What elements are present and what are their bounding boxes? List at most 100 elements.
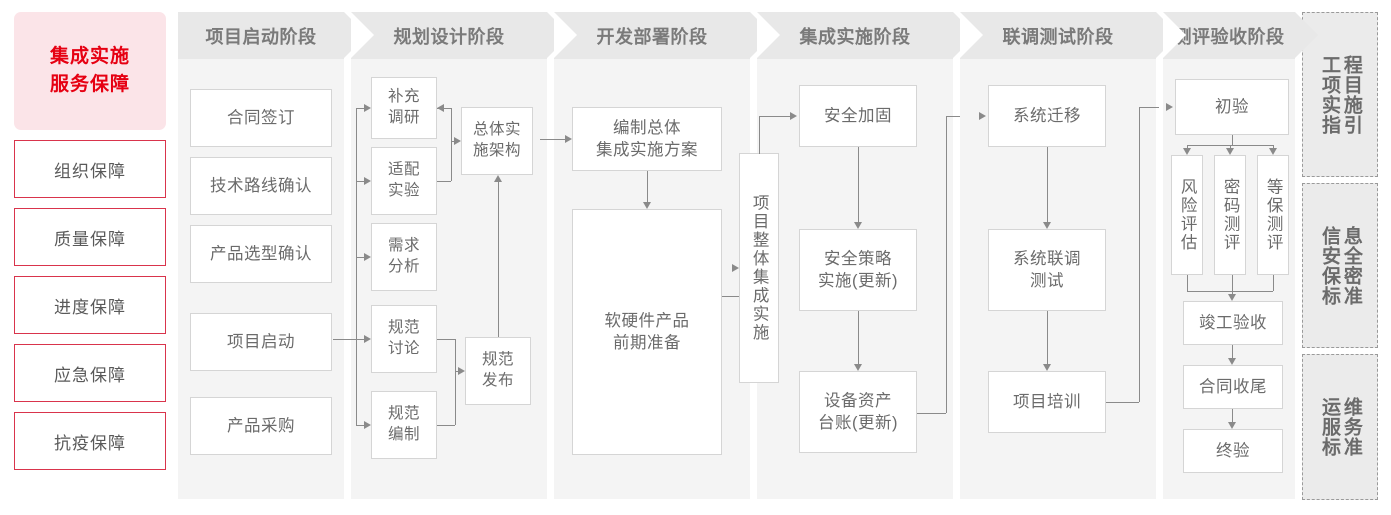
guarantee-title-line-1: 集成实施 — [49, 46, 130, 68]
connector-merge-a-out — [451, 141, 454, 142]
node-overall-implementation-architecture[interactable]: 总体实施架构 — [461, 107, 533, 175]
node-line-1: 系统联调 — [1013, 249, 1081, 268]
phase-column-integration-implementation: 集成实施阶段 项目整体集成实施 安全加固 安全策略实施(更新) 设备资产台账(更… — [732, 12, 976, 499]
node-product-selection-confirm[interactable]: 产品选型确认 — [190, 225, 332, 283]
phase-header-label: 测评验收阶段 — [1173, 26, 1285, 47]
chevron-notch-icon — [351, 12, 374, 58]
node-line-1: 规范 — [387, 405, 420, 423]
connector-training-right — [1106, 402, 1139, 403]
node-line-2: 讨论 — [387, 340, 420, 357]
connector-eval-merge-2 — [1232, 275, 1233, 294]
node-line-2: 施架构 — [472, 142, 521, 159]
guarantee-item-epidemic[interactable]: 抗疫保障 — [14, 412, 166, 470]
node-standard-discussion[interactable]: 规范讨论 — [371, 305, 437, 373]
arrow-right-icon — [364, 335, 371, 343]
node-requirement-analysis[interactable]: 需求分析 — [371, 223, 437, 291]
chevron-notch-icon — [554, 12, 577, 58]
connector-merge-b2 — [437, 425, 455, 426]
chevron-notch-icon — [1163, 12, 1186, 58]
node-adaptation-experiment[interactable]: 适配实验 — [371, 147, 437, 215]
phase-column-joint-testing: 联调测试阶段 系统迁移 系统联调测试 项目培训 — [960, 12, 1179, 499]
connector-merge-a2 — [437, 181, 451, 182]
phase-header-integration-implementation[interactable]: 集成实施阶段 — [757, 12, 976, 59]
node-tech-route-confirm[interactable]: 技术路线确认 — [190, 157, 332, 215]
guarantee-item-schedule[interactable]: 进度保障 — [14, 276, 166, 334]
chevron-right-icon — [1295, 12, 1318, 58]
node-line-2: 调研 — [387, 109, 420, 126]
phase-body-project-start: 合同签订 技术路线确认 产品选型确认 项目启动 产品采购 — [178, 59, 344, 499]
phase-header-evaluation-acceptance[interactable]: 测评验收阶段 — [1163, 12, 1318, 59]
node-project-kickoff[interactable]: 项目启动 — [190, 313, 332, 371]
node-project-training[interactable]: 项目培训 — [988, 371, 1106, 433]
node-completion-acceptance[interactable]: 竣工验收 — [1183, 301, 1283, 345]
phase-column-planning-design: 规划设计阶段 补充调研 适配实验 需求分析 规范讨论 规范编制 总体实施架构 — [333, 12, 570, 499]
arrow-down-icon — [1043, 364, 1051, 371]
node-security-policy-implementation[interactable]: 安全策略实施(更新) — [799, 229, 917, 311]
arrow-right-icon — [790, 112, 797, 120]
node-final-acceptance[interactable]: 终验 — [1183, 429, 1283, 473]
node-contract-closure[interactable]: 合同收尾 — [1183, 365, 1283, 409]
node-line-2: 发布 — [481, 372, 514, 389]
node-system-joint-test[interactable]: 系统联调测试 — [988, 229, 1106, 311]
arrow-down-icon — [1228, 358, 1236, 365]
node-security-hardening[interactable]: 安全加固 — [799, 85, 917, 147]
standard-label-col-right: 维务准 — [1340, 397, 1362, 457]
phase-body-evaluation-acceptance: 初验 风险评估 密码测评 等保测评 竣工验收 合同收尾 终验 — [1163, 59, 1295, 499]
arrow-down-icon — [854, 364, 862, 371]
node-line-2: 实施(更新) — [818, 272, 898, 290]
node-cryptography-evaluation[interactable]: 密码测评 — [1214, 155, 1246, 275]
node-system-migration[interactable]: 系统迁移 — [988, 85, 1106, 147]
arrow-down-icon — [854, 222, 862, 229]
arrow-left-icon — [437, 104, 444, 112]
phase-body-planning-design: 补充调研 适配实验 需求分析 规范讨论 规范编制 总体实施架构 规范发布 — [333, 59, 547, 499]
node-line-1: 总体实 — [472, 121, 521, 139]
connector-merge-bus — [1187, 291, 1273, 292]
phase-header-planning-design[interactable]: 规划设计阶段 — [351, 12, 570, 59]
connector-eval-drop-3 — [1273, 145, 1274, 148]
connector-release-to-architecture — [498, 182, 499, 337]
arrow-right-icon — [364, 253, 371, 261]
phase-header-development-deployment[interactable]: 开发部署阶段 — [554, 12, 773, 59]
phase-column-evaluation-acceptance: 测评验收阶段 初验 风险评估 密码测评 等保测评 竣工验收 合同收尾 终验 — [1163, 12, 1359, 499]
phase-header-project-start[interactable]: 项目启动阶段 — [178, 12, 367, 59]
node-overall-integration-plan[interactable]: 编制总体集成实施方案 — [572, 107, 722, 171]
node-line-2: 分析 — [387, 258, 420, 275]
node-standard-drafting[interactable]: 规范编制 — [371, 391, 437, 459]
phase-header-joint-testing[interactable]: 联调测试阶段 — [960, 12, 1179, 59]
arrow-down-icon — [1226, 148, 1234, 155]
node-line-1: 安全策略 — [824, 249, 892, 268]
guarantee-item-quality[interactable]: 质量保障 — [14, 208, 166, 266]
standard-label-col-right: 程目施引 — [1340, 54, 1362, 135]
node-overall-project-integration[interactable]: 项目整体集成实施 — [739, 153, 779, 383]
connector-merge-a-trunk — [451, 108, 452, 181]
node-risk-assessment[interactable]: 风险评估 — [1171, 155, 1203, 275]
connector-ledger-right — [917, 413, 946, 414]
connector-integration-up — [759, 116, 760, 154]
standard-label-col-right: 息全密准 — [1340, 225, 1362, 306]
node-hw-sw-preparation[interactable]: 软硬件产品前期准备 — [572, 209, 722, 455]
connector-merge-b-trunk — [455, 339, 456, 425]
standard-item-ops-service[interactable]: 维务准 运服标 — [1302, 354, 1378, 500]
phase-header-label: 集成实施阶段 — [799, 26, 911, 47]
phase-body-development-deployment: 编制总体集成实施方案 软硬件产品前期准备 — [540, 59, 750, 499]
node-line-2: 测试 — [1030, 272, 1064, 290]
node-line-1: 适配 — [387, 161, 420, 179]
chevron-notch-icon — [960, 12, 983, 58]
node-equipment-asset-ledger[interactable]: 设备资产台账(更新) — [799, 371, 917, 453]
node-line-1: 需求 — [387, 237, 420, 255]
standard-item-infosec-confidentiality[interactable]: 息全密准 信安保标 — [1302, 183, 1378, 348]
phase-header-label: 开发部署阶段 — [596, 26, 708, 47]
guarantee-item-emergency[interactable]: 应急保障 — [14, 344, 166, 402]
guarantee-item-organization[interactable]: 组织保障 — [14, 140, 166, 198]
node-line-1: 编制总体 — [613, 118, 681, 137]
connector-to-next-phase — [946, 116, 966, 117]
node-contract-signing[interactable]: 合同签订 — [190, 89, 332, 147]
arrow-right-icon — [364, 104, 371, 112]
node-mlps-evaluation[interactable]: 等保测评 — [1257, 155, 1289, 275]
phase-header-label: 规划设计阶段 — [393, 26, 505, 47]
node-supplementary-research[interactable]: 补充调研 — [371, 77, 437, 139]
standard-label-col-left: 运服标 — [1319, 397, 1340, 457]
node-standard-release[interactable]: 规范发布 — [465, 337, 531, 405]
node-product-procurement[interactable]: 产品采购 — [190, 397, 332, 455]
node-preliminary-acceptance[interactable]: 初验 — [1175, 79, 1289, 135]
